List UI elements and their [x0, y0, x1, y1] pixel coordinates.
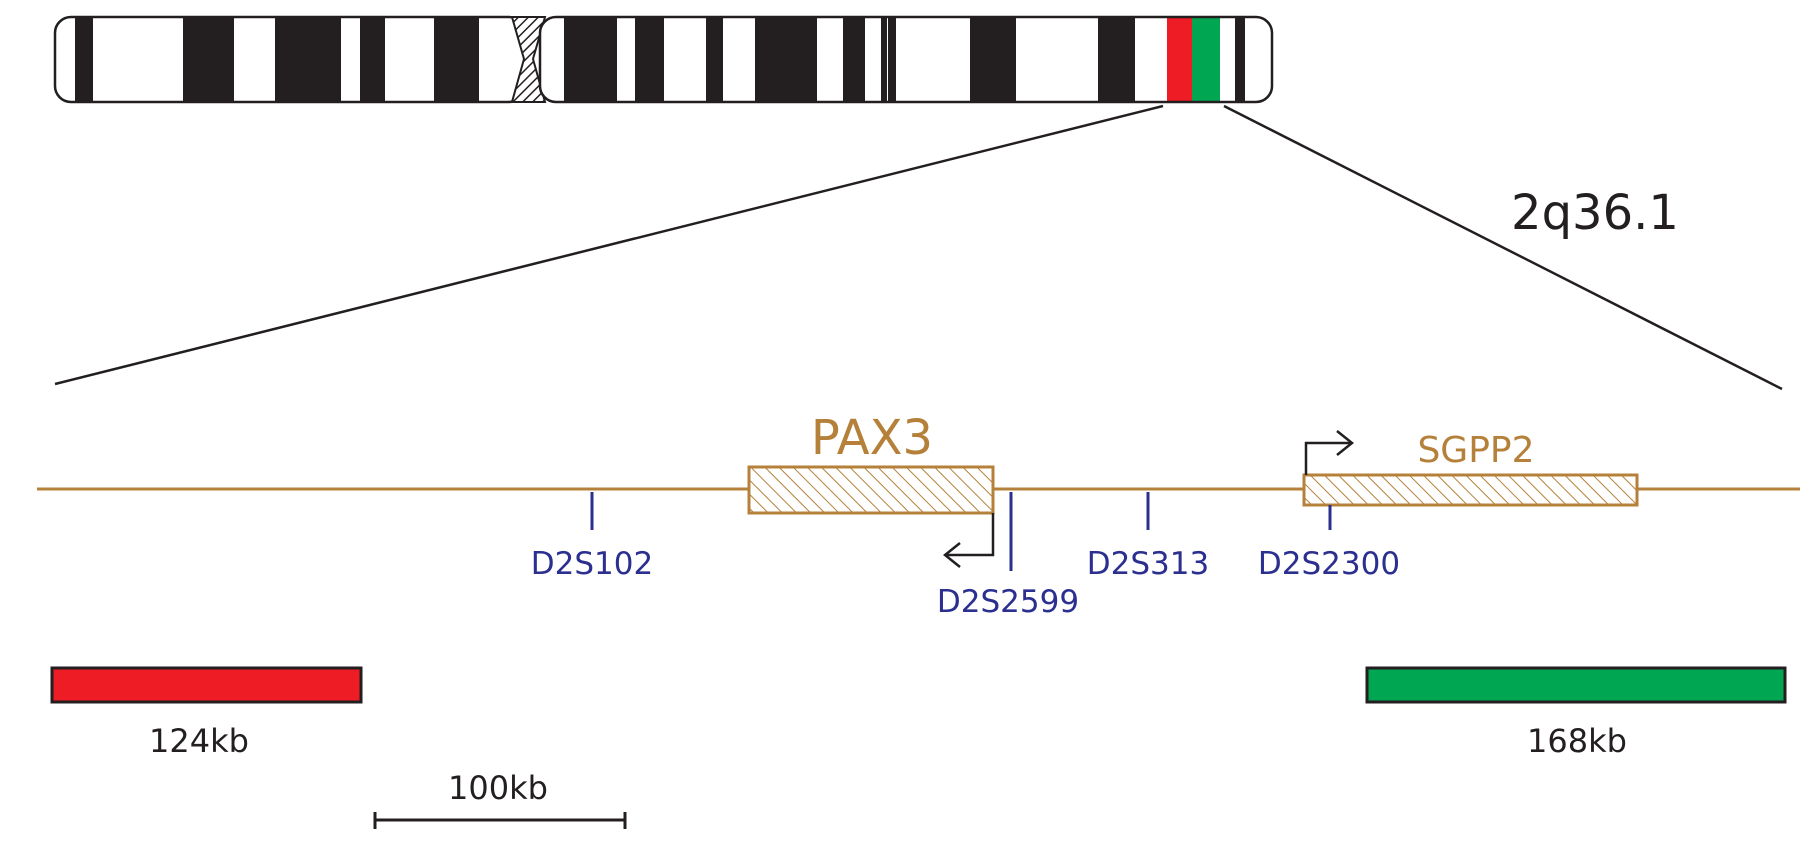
region-label: 2q36.1 [1511, 185, 1679, 241]
probe-left-bar [50, 666, 363, 704]
marker-d2s2300-label: D2S2300 [1258, 546, 1400, 582]
gene-pax3: PAX3 [747, 410, 995, 568]
probe-left-label: 124kb [149, 722, 249, 760]
probe-right-bar [1365, 666, 1787, 704]
marker-d2s2599: D2S2599 [937, 492, 1079, 620]
chromosome-q-arm [538, 15, 1274, 104]
gene-pax3-label: PAX3 [811, 410, 933, 466]
sgpp2-tss-arrow-icon [1304, 430, 1355, 475]
gene-pax3-box [747, 465, 995, 515]
highlight-band-right [1192, 17, 1220, 102]
pax3-tss-arrow-icon [942, 513, 995, 568]
zoom-line-right [1223, 104, 1783, 391]
probe-right: 168kb [1365, 666, 1787, 760]
zoom-line-left [54, 104, 1164, 386]
gene-sgpp2: SGPP2 [1302, 430, 1639, 507]
marker-d2s313: D2S313 [1087, 492, 1209, 582]
marker-d2s2599-label: D2S2599 [937, 584, 1079, 620]
scale-bar-label: 100kb [448, 769, 548, 807]
probe-right-label: 168kb [1527, 722, 1627, 760]
probe-left: 124kb [50, 666, 363, 760]
scale-bar: 100kb [373, 769, 627, 829]
chromosome-centromere [510, 16, 547, 103]
gene-sgpp2-box [1302, 473, 1639, 507]
chromosome-ideogram [53, 15, 1274, 104]
marker-d2s2300: D2S2300 [1258, 505, 1400, 582]
marker-d2s313-label: D2S313 [1087, 546, 1209, 582]
chromosome-p-arm [53, 15, 527, 104]
marker-d2s102-label: D2S102 [531, 546, 653, 582]
highlight-band-left [1167, 17, 1192, 102]
gene-sgpp2-label: SGPP2 [1417, 430, 1534, 471]
marker-d2s102: D2S102 [531, 492, 653, 582]
